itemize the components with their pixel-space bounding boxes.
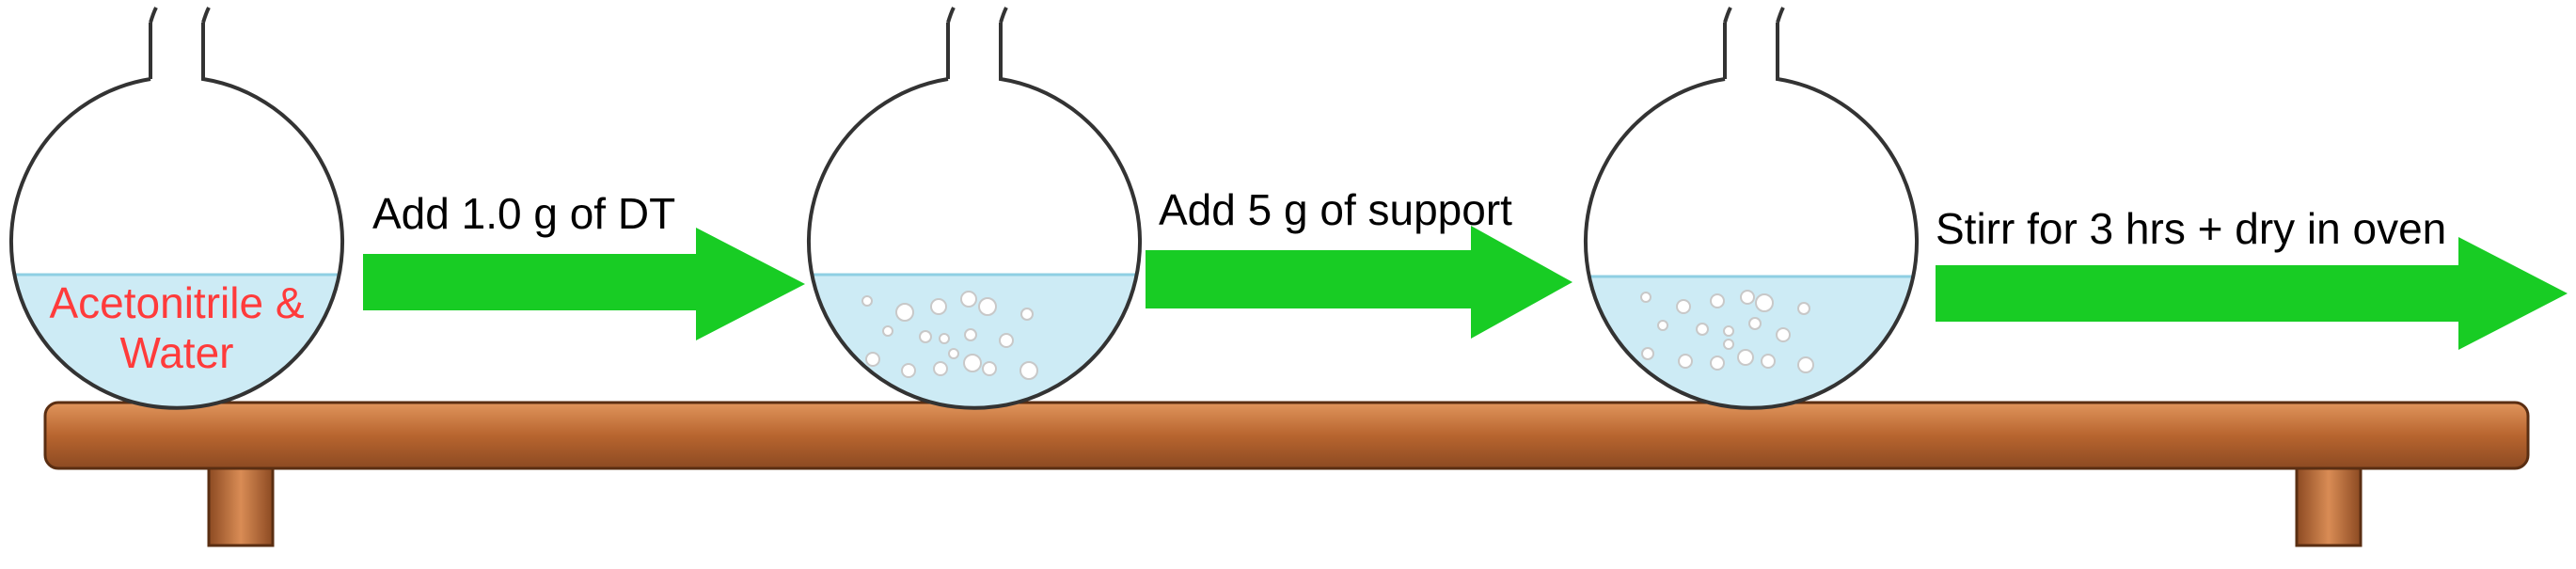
arrow-step-1	[363, 228, 805, 340]
shelf-leg-left	[207, 457, 275, 547]
contents-line-2: Water	[119, 327, 234, 377]
flask-3	[1584, 7, 1919, 410]
step-2-label: Add 5 g of support	[1159, 185, 1512, 234]
round-bottom-flask-icon	[1584, 23, 1919, 410]
arrow-step-3	[1936, 237, 2568, 350]
wooden-shelf	[43, 401, 2530, 470]
round-bottom-flask-icon	[9, 23, 344, 410]
step-3-label: Stirr for 3 hrs + dry in oven	[1936, 204, 2447, 253]
flask-1	[9, 7, 344, 410]
flask-2	[807, 7, 1142, 410]
particles	[861, 291, 1038, 380]
arrow-step-2	[1146, 226, 1572, 339]
round-bottom-flask-icon	[807, 23, 1142, 410]
contents-line-1: Acetonitrile &	[49, 278, 305, 327]
shelf-leg-right	[2295, 457, 2363, 547]
flask-1-contents-label: Acetonitrile & Water	[8, 278, 346, 378]
step-1-label: Add 1.0 g of DT	[372, 189, 676, 238]
particles	[1640, 290, 1814, 373]
